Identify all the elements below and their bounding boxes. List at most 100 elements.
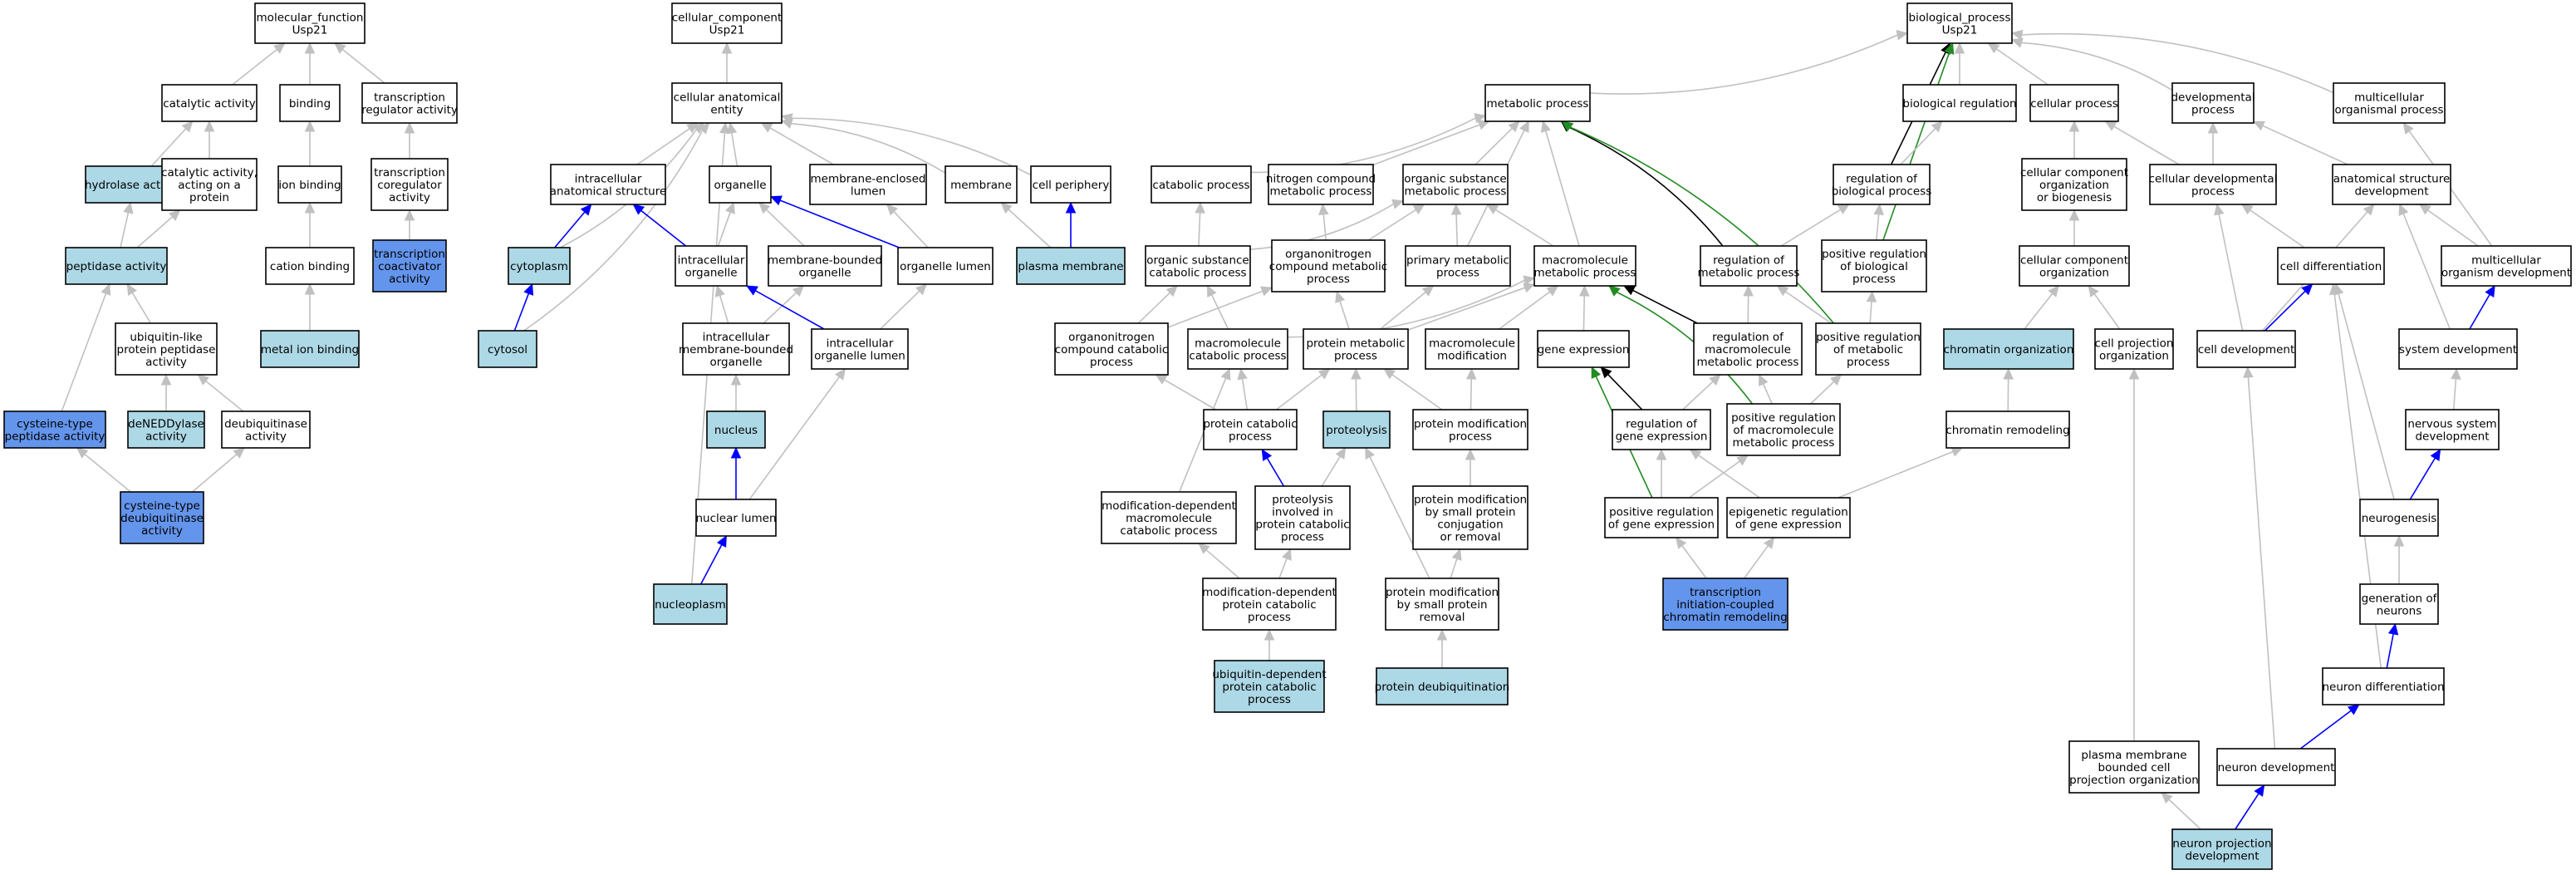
edge-arrowhead <box>1451 548 1462 561</box>
node-label-line: developmental <box>2171 91 2255 105</box>
edge-arrowhead <box>404 121 415 134</box>
edge-orgnitrocat-to-orgsubcat <box>1137 285 1178 324</box>
node-label-line: process <box>1847 356 1890 369</box>
edge-arrowhead <box>725 201 735 214</box>
node-label-line: nuclear lumen <box>695 512 776 525</box>
edge-line <box>523 130 704 332</box>
node-box <box>372 239 447 292</box>
edge-posregbio-to-bp <box>1882 42 1955 241</box>
node-box <box>1151 165 1252 204</box>
edge-intorglumen-to-orglumen <box>880 283 928 330</box>
node-box <box>550 164 666 205</box>
node-box <box>709 165 772 204</box>
node-label-line: positive regulation <box>1731 411 1836 425</box>
edge-arrowhead <box>1561 120 1574 132</box>
node-label-line: chromatin remodeling <box>1663 611 1787 624</box>
node-label-line: metabolic process <box>1405 185 1507 199</box>
node-label-line: cellular_component <box>672 12 782 25</box>
edge-line <box>136 216 174 248</box>
edge-arrowhead <box>1317 368 1331 380</box>
node-box <box>1693 322 1803 376</box>
edge-line <box>2024 292 2053 330</box>
edge-line <box>1198 212 1201 247</box>
edge-line <box>1266 457 1285 487</box>
node-label-line: metabolic process <box>1534 267 1636 280</box>
node-label-line: coactivator <box>378 260 441 273</box>
edge-line <box>232 48 277 86</box>
edge-orglumen-to-memblumen <box>886 204 929 248</box>
edge-line <box>2218 214 2244 332</box>
edge-binding-to-mf <box>304 42 316 85</box>
node-box <box>1254 485 1351 550</box>
edge-arrowhead <box>2301 283 2313 296</box>
edge-arrowhead <box>304 42 316 54</box>
edge-catact-to-mf <box>232 42 286 86</box>
node-label-line: organonitrogen <box>1285 248 1371 261</box>
edge-line <box>2452 378 2457 410</box>
edge-celldiff-to-celldevproc <box>2240 204 2305 248</box>
node-box <box>2333 82 2446 124</box>
edge-line <box>1380 291 1426 330</box>
edge-arrowhead <box>1474 113 1487 124</box>
edge-arrowhead <box>1837 204 1850 214</box>
edge-arrowhead <box>1676 537 1687 549</box>
node-label-line: organization <box>2039 179 2109 192</box>
edge-line <box>636 128 690 165</box>
edge-arrowhead <box>2402 122 2414 135</box>
node-label-line: cellular anatomical <box>674 91 781 105</box>
edge-line <box>1900 128 1936 165</box>
edge-line <box>2021 42 2173 91</box>
edge-line <box>1278 558 1288 579</box>
edge-arrowhead <box>1220 367 1231 381</box>
edge-arrowhead <box>1391 199 1405 209</box>
edge-proteoinv-to-protcat <box>1261 448 1285 487</box>
node-label-line: cellular process <box>2030 97 2118 111</box>
edge-arrowhead <box>1944 42 1955 55</box>
go-term-node-chromremod: chromatin remodeling <box>1945 410 2070 449</box>
node-label-line: membrane-bounded <box>679 343 793 356</box>
edge-trcoreg-to-trregact <box>404 121 415 160</box>
go-term-node-bioreg: biological regulation <box>1902 84 2017 122</box>
node-label-line: metabolic process <box>1698 267 1800 280</box>
node-box <box>254 2 366 44</box>
node-label-line: organelle lumen <box>814 350 905 363</box>
node-label-line: binding <box>289 97 331 111</box>
node-label-line: positive regulation <box>1822 248 1926 261</box>
edge-arrowhead <box>1608 285 1621 297</box>
node-box <box>809 164 927 205</box>
edge-arrowhead <box>1759 373 1769 386</box>
edge-arrowhead <box>2418 204 2431 215</box>
node-label-line: cytoplasm <box>510 260 568 273</box>
edge-geneexp-to-macromet <box>1578 284 1590 332</box>
node-label-line: multicellular <box>2471 254 2541 268</box>
node-label-line: macromolecule <box>1195 337 1281 351</box>
node-box <box>361 82 458 124</box>
node-label-line: nucleoplasm <box>655 598 726 612</box>
node-label-line: cysteine-type <box>17 418 93 431</box>
go-term-node-metab: metabolic process <box>1484 84 1591 122</box>
node-label-line: macromolecule <box>1429 337 1515 351</box>
go-term-node-cellperiph: cell periphery <box>1030 165 1111 204</box>
edge-line <box>1321 455 1341 487</box>
node-label-line: cell differentiation <box>2280 260 2382 273</box>
node-label-line: ion binding <box>278 179 341 192</box>
edge-line <box>1607 374 1643 410</box>
edge-anatdev-to-devproc <box>2252 120 2348 165</box>
edge-line <box>84 453 131 493</box>
node-label-line: projection organization <box>2069 774 2199 787</box>
edge-intorg-to-intranat <box>632 204 687 247</box>
go-term-node-catab: catabolic process <box>1151 165 1252 204</box>
edge-line <box>1589 34 1898 95</box>
edge-line <box>1544 130 1580 247</box>
node-box <box>1833 164 1931 205</box>
